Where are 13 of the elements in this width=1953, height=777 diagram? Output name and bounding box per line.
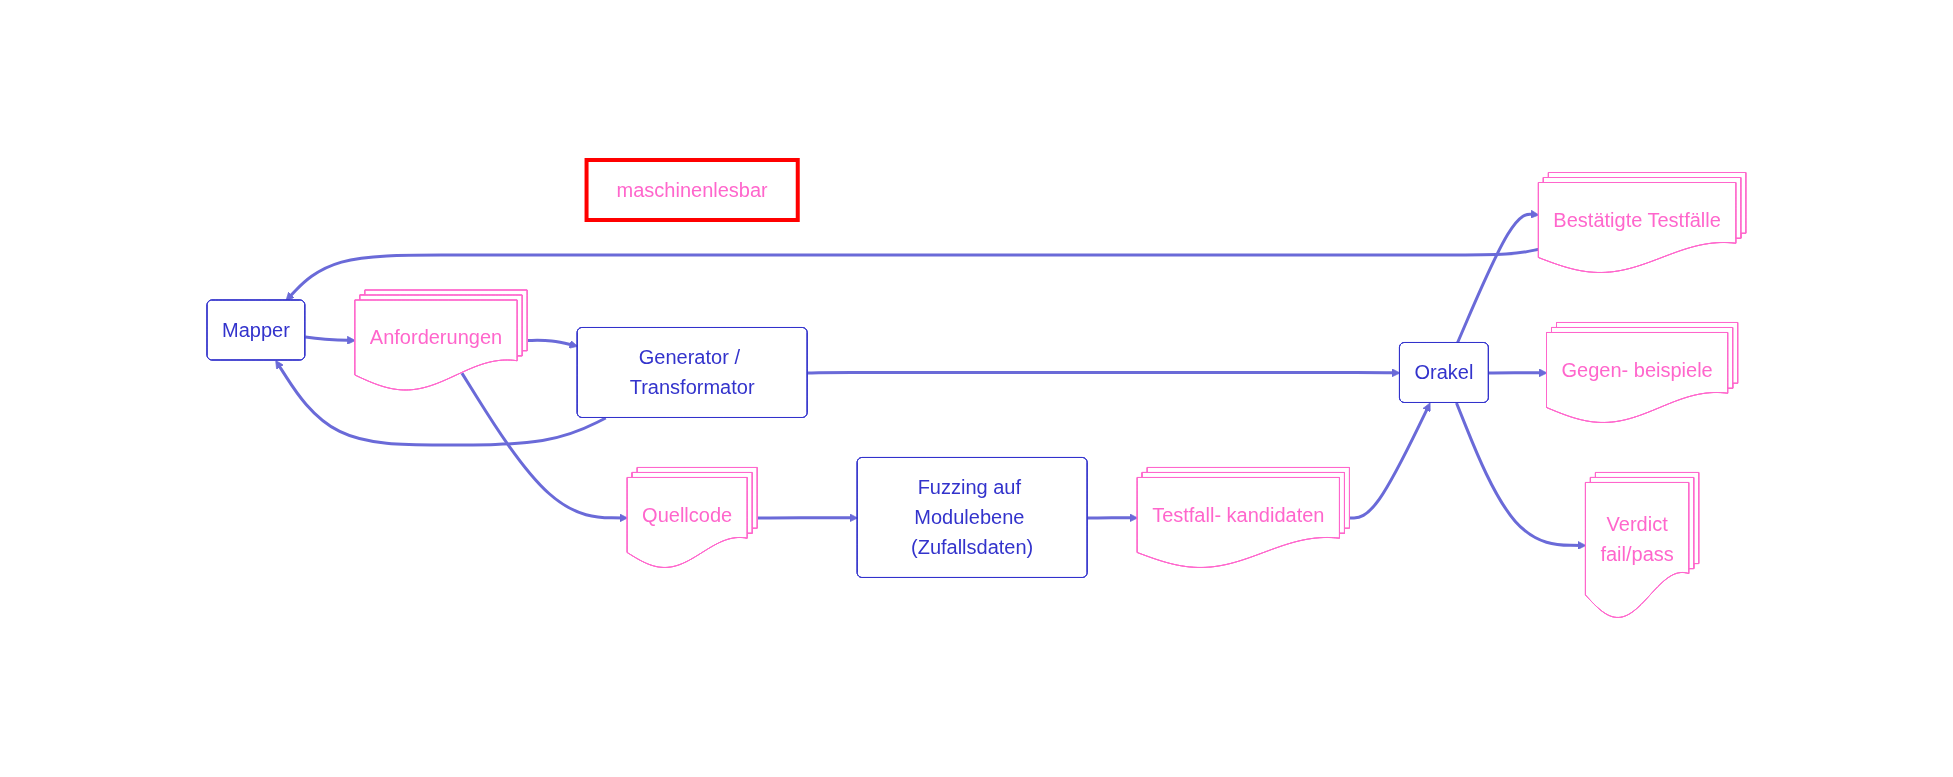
arrow [285,247,1540,301]
arrow [807,368,1401,377]
arrow [1349,402,1431,520]
arrow [305,335,356,345]
arrow [1455,402,1587,550]
arrow [1456,209,1540,344]
node-box: maschinenlesbar [584,157,800,222]
arrow [460,372,629,523]
arrow [527,338,579,349]
arrow [275,359,607,447]
arrow [757,513,859,522]
arrow [1087,513,1139,522]
arrow [1488,368,1548,378]
